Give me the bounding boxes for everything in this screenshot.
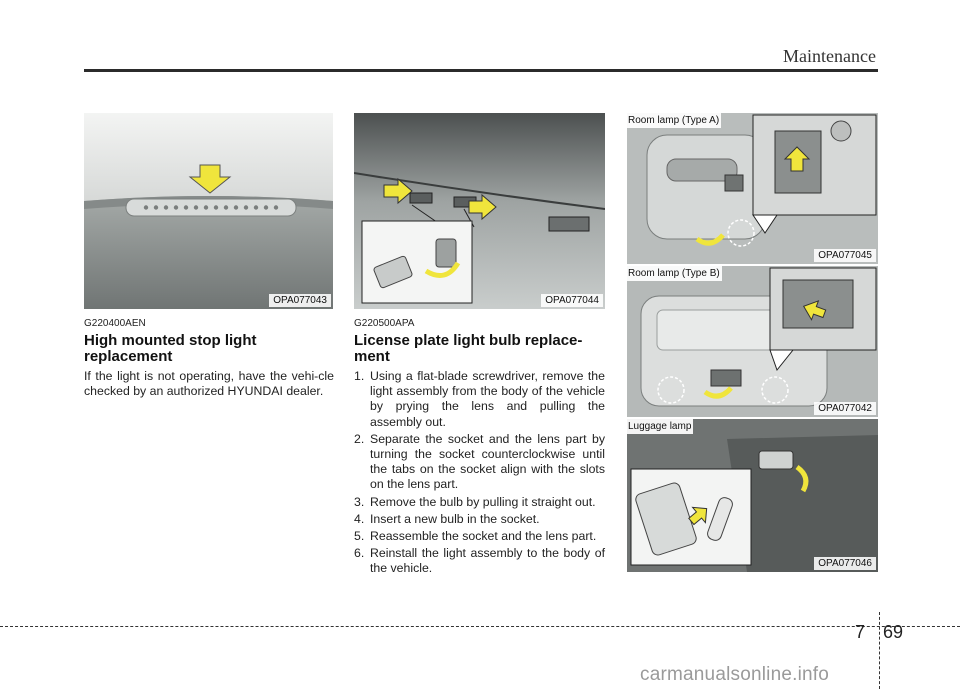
section-body: If the light is not operating, have the … xyxy=(84,369,334,399)
step-number: 5. xyxy=(354,529,365,544)
luggage-lamp-illustration xyxy=(627,419,878,572)
stop-light-illustration xyxy=(84,113,333,309)
figure-label: Room lamp (Type B) xyxy=(627,266,722,281)
luggage-lamp-figure: Luggage lamp OPA077046 xyxy=(627,419,878,572)
chapter-number: 7 xyxy=(855,622,866,642)
step-item: 4. Insert a new bulb in the socket. xyxy=(354,512,605,527)
figure-code: OPA077043 xyxy=(269,294,331,307)
room-lamp-type-b-figure: Room lamp (Type B) OPA077042 xyxy=(627,266,878,417)
section-code: G220500APA xyxy=(354,318,415,329)
section-title: License plate light bulb replace-ment xyxy=(354,332,583,365)
step-text: Remove the bulb by pulling it straight o… xyxy=(370,494,596,509)
figure-code: OPA077046 xyxy=(814,557,876,570)
license-plate-illustration xyxy=(354,113,605,309)
step-text: Insert a new bulb in the socket. xyxy=(370,511,540,526)
step-text: Separate the socket and the lens part by… xyxy=(370,431,605,492)
room-lamp-type-a-figure: Room lamp (Type A) OPA077045 xyxy=(627,113,878,264)
step-number: 4. xyxy=(354,511,365,526)
footer-rule xyxy=(0,626,960,627)
step-item: 5. Reassemble the socket and the lens par… xyxy=(354,529,605,544)
figure-code: OPA077045 xyxy=(814,249,876,262)
header-rule xyxy=(84,69,878,72)
step-number: 1. xyxy=(354,369,365,383)
stop-light-figure: OPA077043 xyxy=(84,113,333,309)
figure-code: OPA077044 xyxy=(541,294,603,307)
step-item: 6. Reinstall the light assembly to the bo… xyxy=(354,546,605,576)
section-code: G220400AEN xyxy=(84,318,146,329)
step-text: Reassemble the socket and the lens part. xyxy=(370,529,597,544)
step-item: 1. Using a flat-blade screwdriver, remove… xyxy=(354,369,605,430)
section-title: High mounted stop light replacement xyxy=(84,332,257,365)
step-item: 3. Remove the bulb by pulling it straight… xyxy=(354,495,605,510)
step-item: 2. Separate the socket and the lens part … xyxy=(354,432,605,493)
footer-divider xyxy=(879,612,880,689)
step-text: Using a flat-blade screwdriver, remove t… xyxy=(370,369,605,429)
watermark: carmanualsonline.info xyxy=(640,664,830,685)
room-lamp-a-illustration xyxy=(627,113,878,264)
figure-label: Luggage lamp xyxy=(627,419,694,434)
room-lamp-b-illustration xyxy=(627,266,878,417)
figure-code: OPA077042 xyxy=(814,402,876,415)
step-number: 3. xyxy=(354,494,365,509)
figure-label: Room lamp (Type A) xyxy=(627,113,722,128)
step-text: Reinstall the light assembly to the body… xyxy=(370,546,605,576)
page-header-title: Maintenance xyxy=(783,46,876,66)
license-plate-light-figure: OPA077044 xyxy=(354,113,605,309)
step-number: 6. xyxy=(354,546,365,561)
step-number: 2. xyxy=(354,431,365,446)
page-number: 69 xyxy=(883,622,904,642)
instruction-steps: 1. Using a flat-blade screwdriver, remove… xyxy=(354,369,605,579)
